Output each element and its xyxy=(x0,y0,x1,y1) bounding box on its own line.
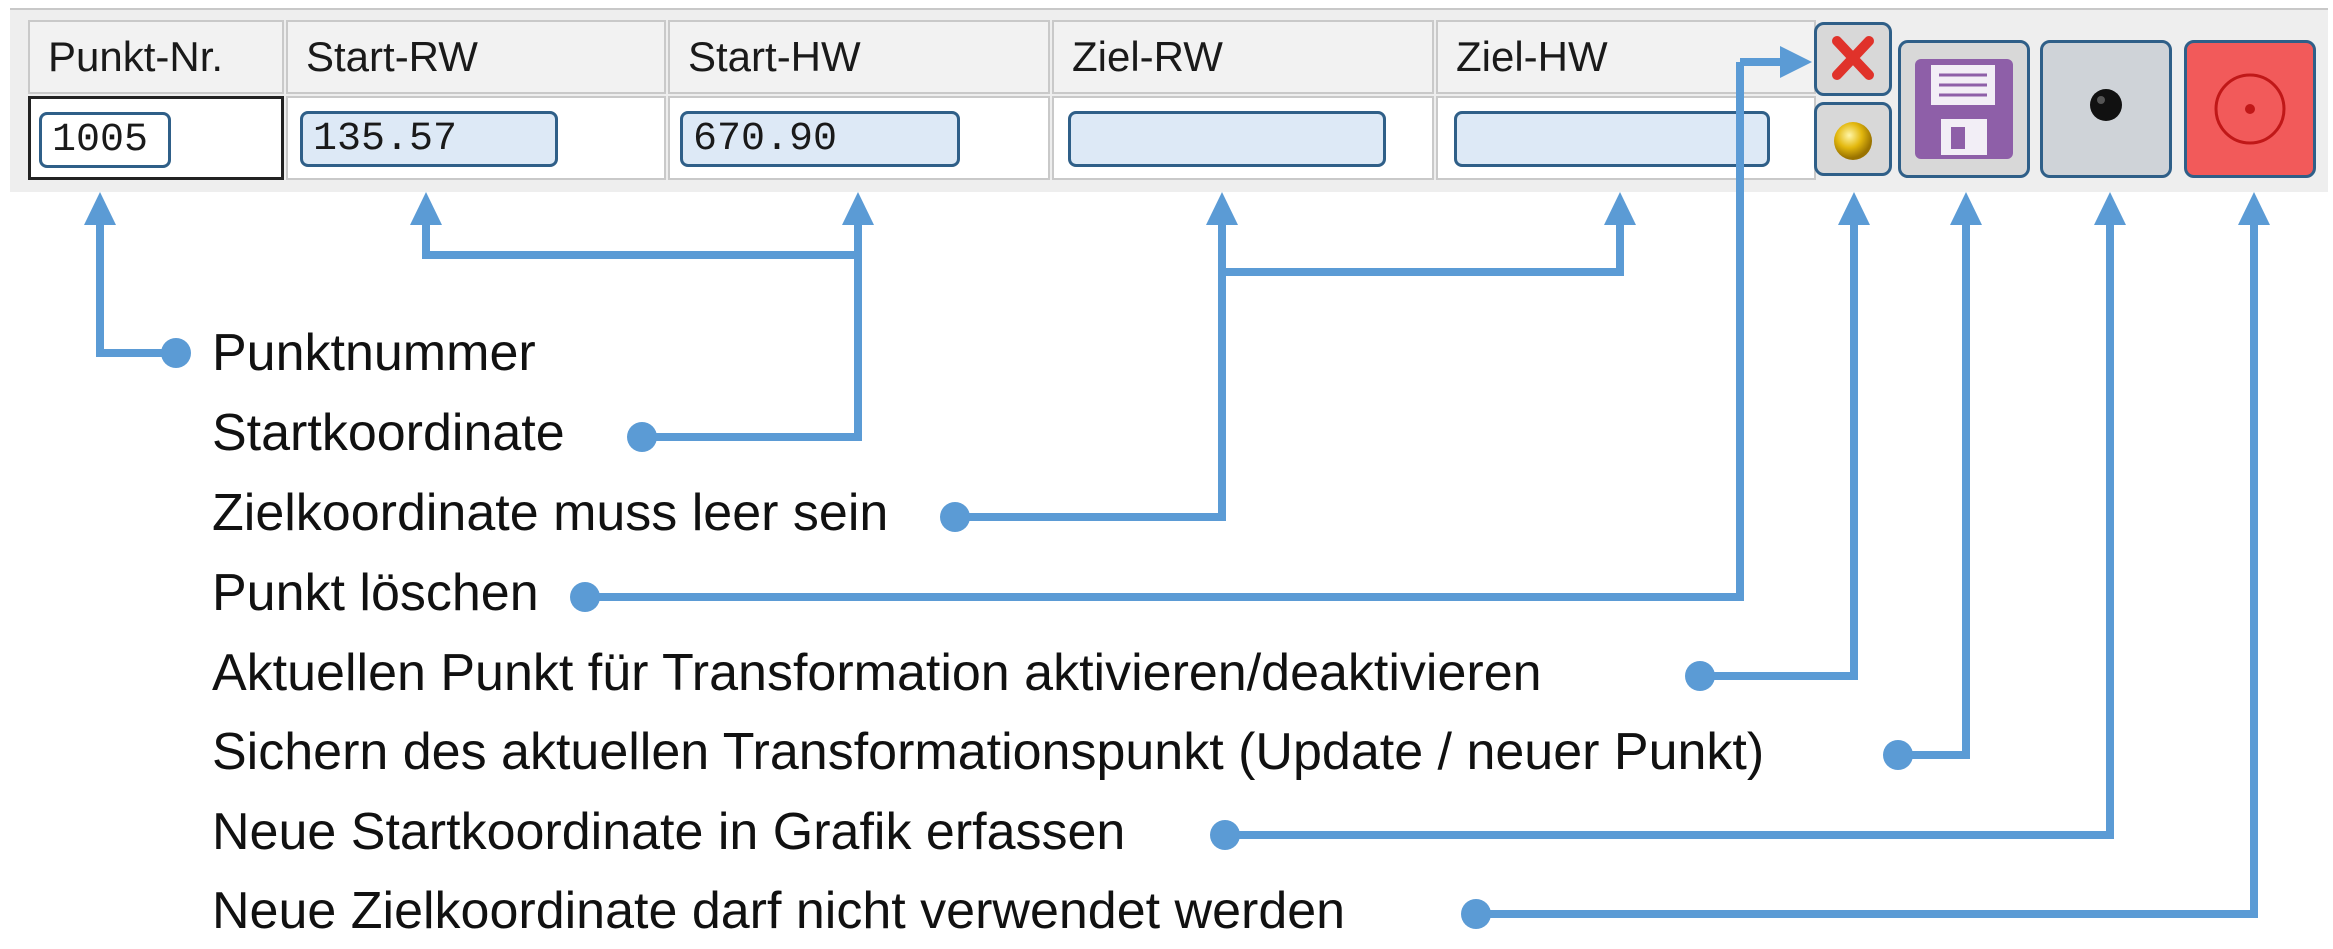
delete-x-icon xyxy=(1832,36,1874,80)
cell-start-hw xyxy=(668,96,1050,180)
floppy-disk-icon xyxy=(1915,59,2013,159)
start-hw-input[interactable] xyxy=(680,111,960,167)
point-editor-toolbar: Punkt-Nr. Start-RW Start-HW Ziel-RW Ziel… xyxy=(0,0,2333,192)
header-ziel-rw: Ziel-RW xyxy=(1052,20,1434,94)
start-rw-input[interactable] xyxy=(300,111,558,167)
annotation-zielkoordinate-leer: Zielkoordinate muss leer sein xyxy=(212,484,889,542)
header-start-hw: Start-HW xyxy=(668,20,1050,94)
punkt-nr-input[interactable] xyxy=(39,112,171,168)
header-punkt-nr: Punkt-Nr. xyxy=(28,20,284,94)
header-start-rw: Start-RW xyxy=(286,20,666,94)
annotation-punkt-sichern: Sichern des aktuellen Transformationspun… xyxy=(212,723,1765,781)
activate-point-button[interactable] xyxy=(1814,102,1892,176)
capture-start-coordinate-button[interactable] xyxy=(2040,40,2172,178)
connector-zielkoordinate xyxy=(955,215,1226,521)
cell-punkt-nr xyxy=(28,96,284,180)
annotation-punkt-loeschen: Punkt löschen xyxy=(212,564,539,622)
annotation-neue-zielkoordinate: Neue Zielkoordinate darf nicht verwendet… xyxy=(212,882,1346,940)
connector-zielkoordinate-branch xyxy=(1222,215,1624,276)
annotation-startkoordinate: Startkoordinate xyxy=(212,404,565,462)
annotation-punkt-aktivieren: Aktuellen Punkt für Transformation aktiv… xyxy=(212,644,1542,702)
connector-sichern xyxy=(1898,215,1970,759)
cell-ziel-hw xyxy=(1436,96,1816,180)
black-dot-icon xyxy=(2090,89,2122,121)
annotation-punktnummer: Punktnummer xyxy=(212,324,536,382)
connector-aktivieren xyxy=(1700,215,1858,680)
delete-point-button[interactable] xyxy=(1814,22,1892,96)
cell-ziel-rw xyxy=(1052,96,1434,180)
cell-start-rw xyxy=(286,96,666,180)
connector-punktnummer xyxy=(96,215,176,357)
annotation-neue-startkoordinate: Neue Startkoordinate in Grafik erfassen xyxy=(212,803,1126,861)
connector-neue-startkoordinate xyxy=(1225,215,2114,839)
capture-target-coordinate-button[interactable] xyxy=(2184,40,2316,178)
header-ziel-hw: Ziel-HW xyxy=(1436,20,1816,94)
save-point-button[interactable] xyxy=(1898,40,2030,178)
yellow-dot-icon xyxy=(1834,122,1872,160)
connector-neue-zielkoordinate xyxy=(1476,215,2258,918)
target-circle-icon xyxy=(2214,73,2286,145)
connector-punkt-loeschen xyxy=(585,62,1744,601)
ziel-hw-input[interactable] xyxy=(1454,111,1770,167)
ziel-rw-input[interactable] xyxy=(1068,111,1386,167)
